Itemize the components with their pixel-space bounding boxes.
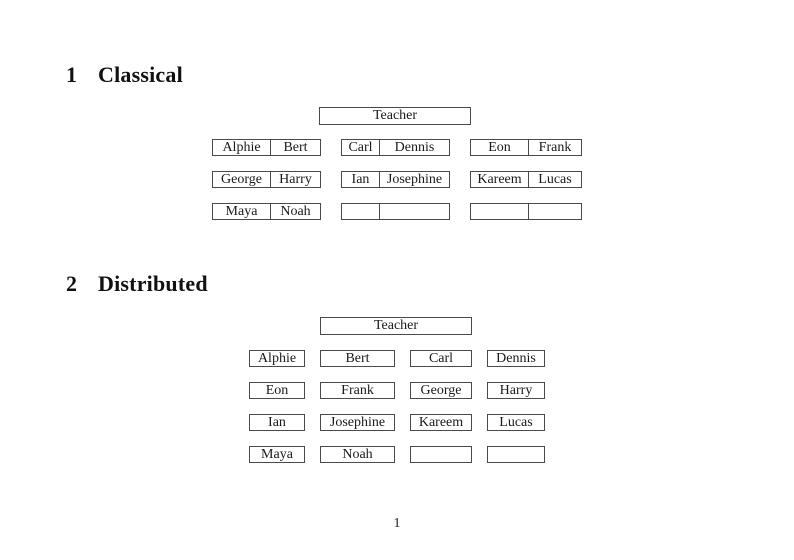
seat-distributed-r2c4: Harry bbox=[487, 382, 545, 399]
seat-distributed-r3c2: Josephine bbox=[320, 414, 395, 431]
seat-distributed-r4c2: Noah bbox=[320, 446, 395, 463]
seat-distributed-r3c1: Ian bbox=[249, 414, 305, 431]
seat: Eon bbox=[488, 139, 511, 155]
section-number: 2 bbox=[66, 271, 78, 296]
seat-empty bbox=[528, 204, 581, 219]
section-title: Distributed bbox=[98, 271, 208, 296]
seat: Lucas bbox=[528, 172, 581, 187]
seat-empty bbox=[342, 204, 379, 219]
desk-classical-r3c3-empty bbox=[470, 203, 582, 220]
seat-distributed-r2c2: Frank bbox=[320, 382, 395, 399]
seat: Josephine bbox=[379, 172, 449, 187]
seat-distributed-r1c4: Dennis bbox=[487, 350, 545, 367]
section-heading-distributed: 2 Distributed bbox=[66, 272, 208, 296]
seat-distributed-r2c3: George bbox=[410, 382, 472, 399]
seat-distributed-r3c4: Lucas bbox=[487, 414, 545, 431]
desk-classical-r1c3: Eon Frank bbox=[470, 139, 582, 156]
seat-distributed-r3c3: Kareem bbox=[410, 414, 472, 431]
seat: Harry bbox=[270, 172, 320, 187]
teacher-box-distributed: Teacher bbox=[320, 317, 472, 335]
section-heading-classical: 1 Classical bbox=[66, 63, 183, 87]
seat: Carl bbox=[348, 139, 373, 155]
seat: Bert bbox=[270, 140, 320, 155]
seat: Dennis bbox=[379, 140, 449, 155]
seat-distributed-r1c1: Alphie bbox=[249, 350, 305, 367]
seat-distributed-r4c4-empty bbox=[487, 446, 545, 463]
seat-empty bbox=[471, 204, 528, 219]
seat-empty bbox=[379, 204, 449, 219]
desk-classical-r2c3: Kareem Lucas bbox=[470, 171, 582, 188]
seat-distributed-r4c3-empty bbox=[410, 446, 472, 463]
seat: Frank bbox=[528, 140, 581, 155]
section-number: 1 bbox=[66, 62, 78, 87]
seat: Alphie bbox=[222, 139, 261, 155]
seat-distributed-r2c1: Eon bbox=[249, 382, 305, 399]
seat: George bbox=[221, 171, 262, 187]
desk-classical-r3c1: Maya Noah bbox=[212, 203, 321, 220]
desk-classical-r3c2-empty bbox=[341, 203, 450, 220]
seat-distributed-r4c1: Maya bbox=[249, 446, 305, 463]
seat: Kareem bbox=[477, 171, 522, 187]
seat: Ian bbox=[351, 171, 370, 187]
seat: Noah bbox=[270, 204, 320, 219]
page-number: 1 bbox=[393, 516, 401, 531]
desk-classical-r1c2: Carl Dennis bbox=[341, 139, 450, 156]
desk-classical-r2c2: Ian Josephine bbox=[341, 171, 450, 188]
desk-classical-r1c1: Alphie Bert bbox=[212, 139, 321, 156]
seat-distributed-r1c2: Bert bbox=[320, 350, 395, 367]
seat: Maya bbox=[225, 203, 258, 219]
seat-distributed-r1c3: Carl bbox=[410, 350, 472, 367]
section-title: Classical bbox=[98, 62, 183, 87]
desk-classical-r2c1: George Harry bbox=[212, 171, 321, 188]
teacher-box-classical: Teacher bbox=[319, 107, 471, 125]
